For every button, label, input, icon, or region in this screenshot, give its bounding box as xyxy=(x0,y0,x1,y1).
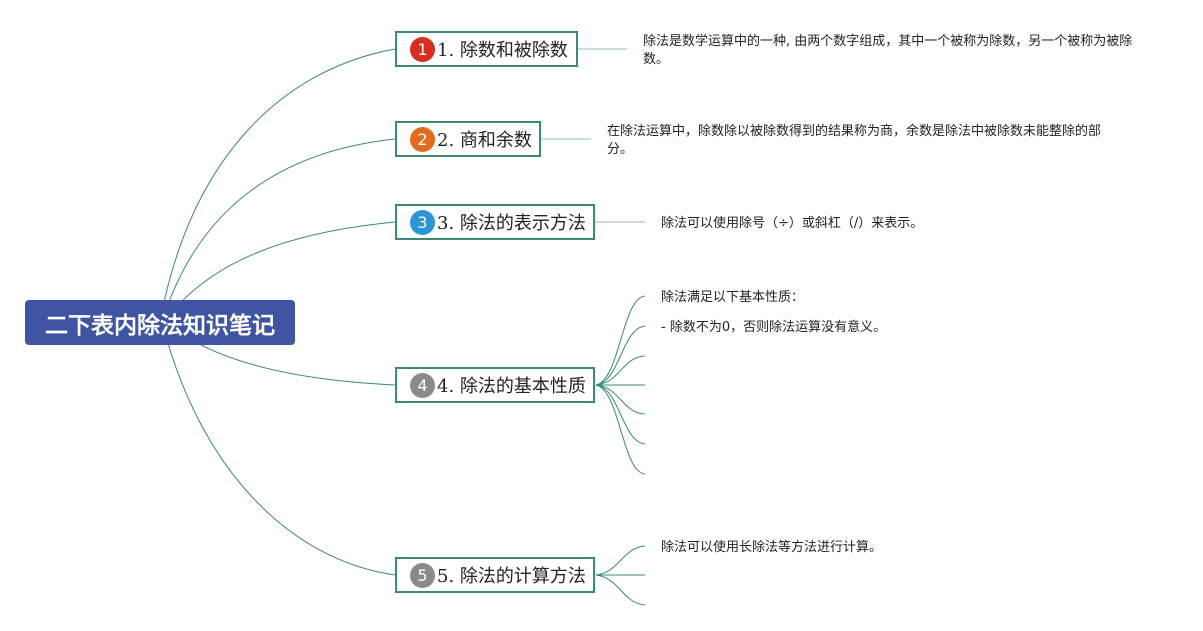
branch-line-5 xyxy=(161,321,396,576)
sub-branches-4 xyxy=(595,295,646,475)
topic-label: 3. 除法的表示方法 xyxy=(437,213,586,234)
topic-4-note-2[interactable]: - 除数不为0，否则除法运算没有意义。 xyxy=(661,320,887,335)
branch-line-2 xyxy=(161,138,396,323)
topic-3[interactable]: 3 3. 除法的表示方法 xyxy=(395,204,595,240)
topic-1-note[interactable]: 除法是数学运算中的一种, 由两个数字组成，其中一个被称为除数，另一个被称为被除数… xyxy=(643,34,1133,67)
topic-2[interactable]: 2 2. 商和余数 xyxy=(395,121,541,157)
sub-line-4-3 xyxy=(595,355,646,386)
sub-line-4-6 xyxy=(595,384,646,445)
number-badge-icon: 5 xyxy=(410,562,435,588)
topic-label: 2. 商和余数 xyxy=(437,130,532,151)
topic-label: 5. 除法的计算方法 xyxy=(437,566,586,587)
branch-line-3 xyxy=(163,221,396,323)
topic-4-note-1[interactable]: 除法满足以下基本性质： xyxy=(661,290,805,305)
topic-4[interactable]: 4 4. 除法的基本性质 xyxy=(395,367,595,403)
sub-line-4-2 xyxy=(595,325,646,386)
topic-2-note[interactable]: 在除法运算中，除数除以被除数得到的结果称为商，余数是除法中被除数未能整除的部分。 xyxy=(607,124,1102,157)
note-connectors xyxy=(541,48,645,223)
branch-line-1 xyxy=(159,48,396,323)
number-badge-icon: 1 xyxy=(410,36,435,62)
sub-line-5-3 xyxy=(595,574,646,606)
topic-5-note-1[interactable]: 除法可以使用长除法等方法进行计算。 xyxy=(661,540,883,555)
number-badge-icon: 4 xyxy=(410,372,435,398)
root-topic[interactable]: 二下表内除法知识笔记 xyxy=(25,300,295,345)
topic-3-note[interactable]: 除法可以使用除号（÷）或斜杠（/）来表示。 xyxy=(661,216,924,231)
sub-line-4-5 xyxy=(595,384,646,415)
topic-5[interactable]: 5 5. 除法的计算方法 xyxy=(395,557,595,593)
sub-branches-5 xyxy=(595,545,646,606)
sub-line-4-1 xyxy=(595,295,646,386)
topic-label: 1. 除数和被除数 xyxy=(437,40,568,61)
number-badge-icon: 3 xyxy=(410,209,435,235)
sub-line-4-7 xyxy=(595,384,646,475)
topic-label: 4. 除法的基本性质 xyxy=(437,376,586,397)
topic-1[interactable]: 1 1. 除数和被除数 xyxy=(395,31,578,67)
sub-line-5-1 xyxy=(595,545,646,576)
root-title: 二下表内除法知识笔记 xyxy=(45,312,275,339)
number-badge-icon: 2 xyxy=(410,126,435,152)
